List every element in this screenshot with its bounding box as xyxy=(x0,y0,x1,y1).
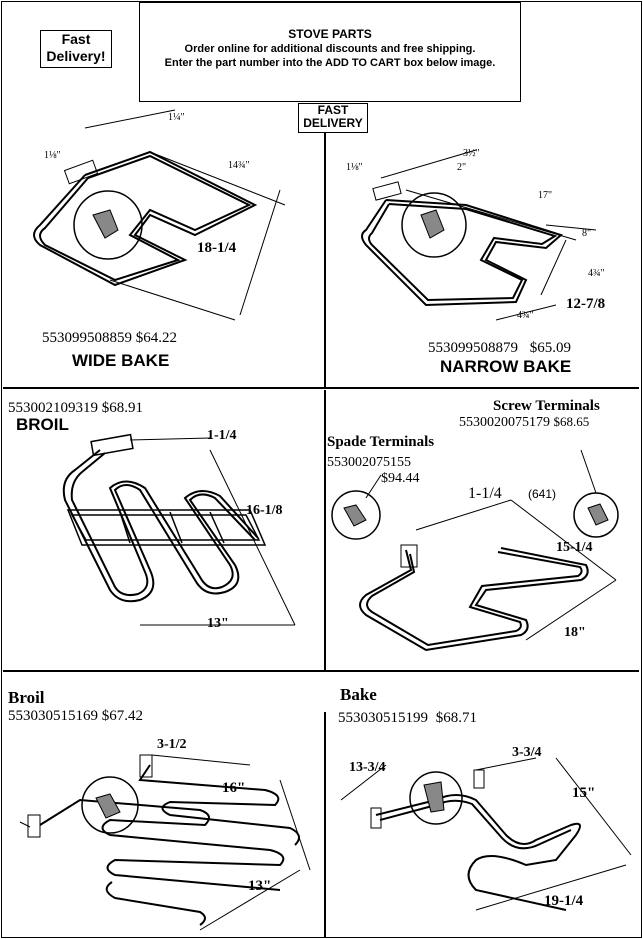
narrow-bake-dim-1: 3½" xyxy=(463,148,480,159)
broil-top-part-row: 553002109319 $68.91 xyxy=(8,400,143,417)
bake-bottom-price: $68.71 xyxy=(435,710,477,726)
wide-bake-dim-1: 1¼" xyxy=(168,112,185,123)
bake-bottom-dim-2: 3-3/4 xyxy=(512,745,542,760)
spade-dim-3: 15-1/4 xyxy=(556,540,593,555)
bake-bottom-dim-1: 13-3/4 xyxy=(349,760,386,775)
broil-top-name: BROIL xyxy=(16,415,69,434)
spade-terminals-price: $94.44 xyxy=(381,471,420,486)
broil-top-dim-1: 1-1/4 xyxy=(207,428,237,443)
header-title: STOVE PARTS xyxy=(288,27,372,41)
wide-bake-name: WIDE BAKE xyxy=(72,351,170,370)
broil-top-diagram xyxy=(62,433,296,626)
broil-bottom-dim-3: 13" xyxy=(248,878,272,894)
broil-bottom-part-number: 553030515169 xyxy=(8,708,98,724)
divider-vertical-mid xyxy=(324,390,326,672)
narrow-bake-dim-2: 2" xyxy=(457,162,467,173)
spade-dim-4: 18" xyxy=(564,625,586,640)
screw-terminals-part-row: 5530020075179 $68.65 xyxy=(459,414,589,431)
broil-bottom-name: Broil xyxy=(8,688,45,707)
spade-terminals-label: Spade Terminals xyxy=(327,434,435,450)
screw-terminals-price: $68.65 xyxy=(553,414,590,429)
broil-bottom-part-row: 553030515169 $67.42 xyxy=(8,708,143,725)
bake-bottom-part-row: 553030515199 $68.71 xyxy=(338,710,477,727)
wide-bake-price: $64.22 xyxy=(135,330,177,346)
bake-bottom-dim-4: 19-1/4 xyxy=(544,893,584,909)
fast-tag-line1: FAST xyxy=(317,103,349,117)
fast-tag-line2: DELIVERY xyxy=(303,116,363,130)
bake-bottom-diagram xyxy=(340,757,632,911)
divider-horizontal-2 xyxy=(3,670,639,672)
narrow-bake-dim-6: 4¾" xyxy=(588,268,605,279)
wide-bake-diagram xyxy=(33,109,286,321)
wide-bake-dim-2: 1⅛" xyxy=(44,150,61,161)
wide-bake-part-row: 553099508859 $64.22 xyxy=(42,330,177,347)
fast-delivery-badge: Fast Delivery! xyxy=(40,30,112,68)
broil-bottom-price: $67.42 xyxy=(101,708,143,724)
screw-terminals-part-number: 5530020075179 xyxy=(459,415,550,430)
divider-vertical-top xyxy=(324,130,326,388)
bake-bottom-name: Bake xyxy=(340,685,377,704)
broil-bottom-diagram xyxy=(19,754,311,931)
narrow-bake-name: NARROW BAKE xyxy=(440,357,572,376)
broil-bottom-dim-1: 3-1/2 xyxy=(157,737,187,752)
header-line1: Order online for additional discounts an… xyxy=(184,43,476,55)
spade-dim-1: 1-1/4 xyxy=(468,485,502,502)
terminals-diagram xyxy=(331,449,619,652)
wide-bake-dim-4: 18-1/4 xyxy=(197,240,237,256)
broil-top-dim-3: 13" xyxy=(207,616,229,631)
divider-horizontal-1 xyxy=(3,387,639,389)
broil-bottom-dim-2: 16" xyxy=(222,780,246,796)
bake-bottom-dim-3: 15" xyxy=(572,785,596,801)
spade-terminals-part-number: 553002075155 xyxy=(327,455,411,470)
broil-top-dim-2: 16-1/8 xyxy=(246,503,283,518)
broil-top-part-number: 553002109319 xyxy=(8,400,98,416)
fast-delivery-tag: FAST DELIVERY xyxy=(298,103,368,133)
narrow-bake-price: $65.09 xyxy=(529,340,571,356)
broil-top-price: $68.91 xyxy=(101,400,143,416)
narrow-bake-dim-5: 8" xyxy=(582,228,592,239)
header-box: STOVE PARTS Order online for additional … xyxy=(139,2,521,102)
narrow-bake-dim-3: 1⅛" xyxy=(346,162,363,173)
narrow-bake-dim-8: 12-7/8 xyxy=(566,296,606,312)
fast-delivery-badge-text: Fast Delivery! xyxy=(46,31,106,64)
header-line2: Enter the part number into the ADD TO CA… xyxy=(164,57,496,69)
narrow-bake-part-number: 553099508879 xyxy=(428,340,518,356)
narrow-bake-dim-7: 4¾" xyxy=(517,310,534,321)
bake-bottom-part-number: 553030515199 xyxy=(338,710,428,726)
screw-terminals-label: Screw Terminals xyxy=(493,398,600,414)
wide-bake-dim-3: 14¾" xyxy=(228,160,250,171)
wide-bake-part-number: 553099508859 xyxy=(42,330,132,346)
narrow-bake-part-row: 553099508879 $65.09 xyxy=(428,340,571,357)
spade-dim-2: (641) xyxy=(528,487,557,501)
narrow-bake-dim-4: 17" xyxy=(538,190,553,201)
narrow-bake-diagram xyxy=(361,149,597,321)
divider-vertical-bottom xyxy=(324,712,326,937)
